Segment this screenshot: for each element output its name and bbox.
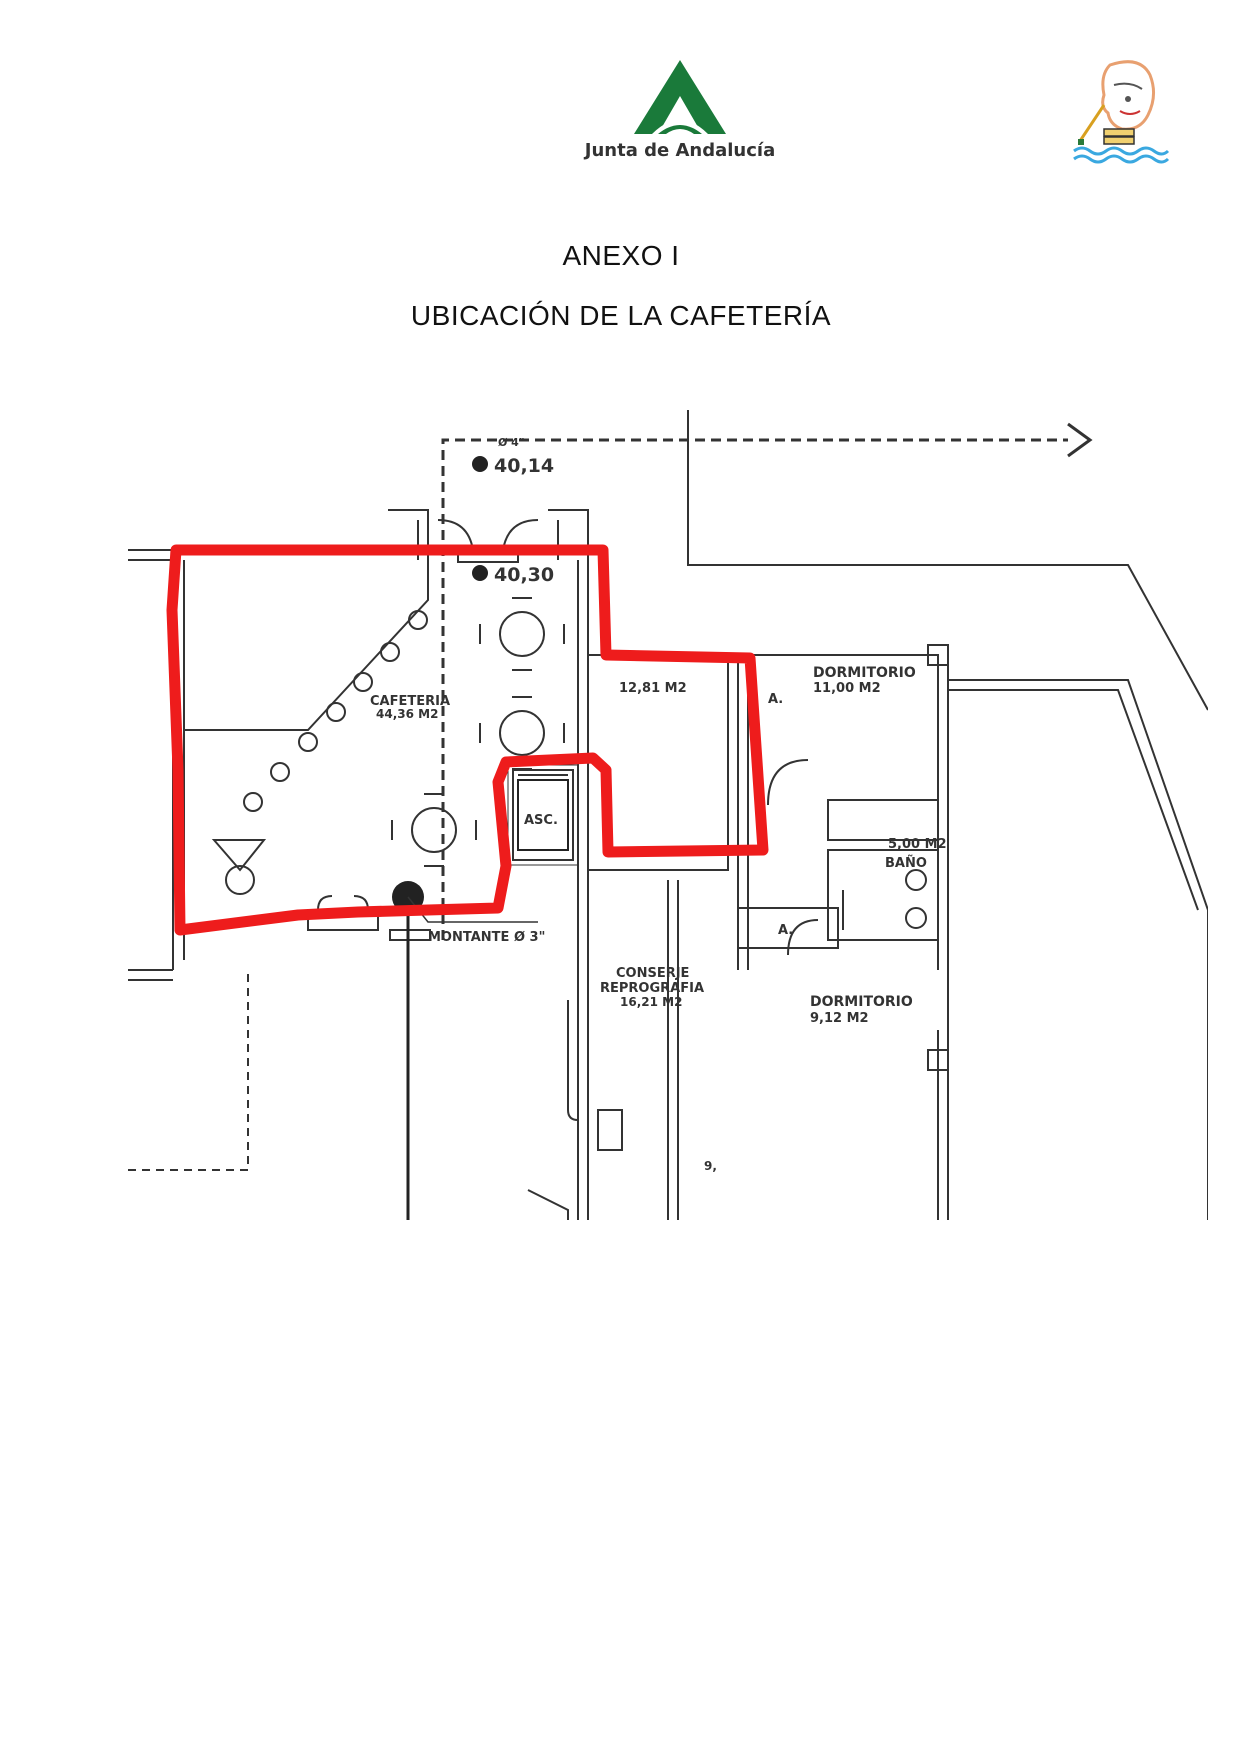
school-crest-icon xyxy=(1073,60,1170,164)
dormitorio-2-area: 9,12 M2 xyxy=(810,1011,869,1026)
pipe-line xyxy=(441,438,1068,940)
document-title: UBICACIÓN DE LA CAFETERÍA xyxy=(410,300,832,331)
cafeteria-name: CAFETERIA xyxy=(370,694,450,709)
dormitorio-2-name: DORMITORIO xyxy=(810,994,913,1010)
junta-andalucia-logo-icon xyxy=(634,60,726,134)
level-cafeteria: 40,30 xyxy=(494,564,554,586)
cabinet-a1: A. xyxy=(768,692,783,707)
reprografia-name: REPROGRAFIA xyxy=(600,981,704,996)
dormitorio-1-name: DORMITORIO xyxy=(813,665,916,681)
montante-label: MONTANTE Ø 3" xyxy=(428,930,545,945)
org-name: Junta de Andalucía xyxy=(584,140,776,161)
pipe-arrow-icon xyxy=(1067,422,1093,458)
floor-plan: Ø 4" 40,14 40,30 CAFETERIA 44,36 M2 12,8… xyxy=(128,410,1208,1220)
bano-name: BAÑO xyxy=(885,855,927,871)
cafeteria-highlight-outline xyxy=(166,544,769,936)
level-top: 40,14 xyxy=(494,455,554,477)
cafeteria-area: 44,36 M2 xyxy=(376,707,438,721)
cabinet-a2: A. xyxy=(778,923,793,938)
bano-area: 5,00 M2 xyxy=(888,837,947,852)
conserje-area: 16,21 M2 xyxy=(620,995,682,1009)
partial-label: 9, xyxy=(704,1159,717,1173)
pipe-label: Ø 4" xyxy=(498,436,525,449)
dormitorio-1-area: 11,00 M2 xyxy=(813,681,881,696)
elevator-label: ASC. xyxy=(524,813,558,828)
junta-logo: Junta de Andalucía xyxy=(570,58,790,168)
conserje-name: CONSERJE xyxy=(616,966,689,981)
school-logo xyxy=(1070,55,1170,165)
annex-heading: ANEXO I xyxy=(562,240,680,271)
room-area: 12,81 M2 xyxy=(619,681,687,696)
